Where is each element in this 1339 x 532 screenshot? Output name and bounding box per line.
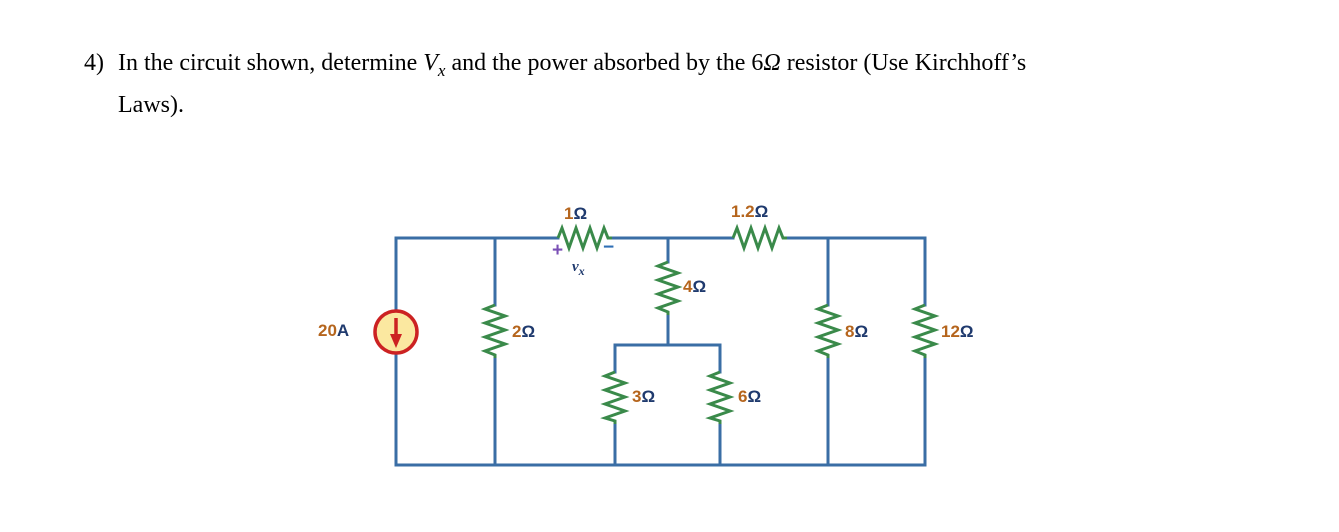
resistor-6ohm-zigzag	[705, 370, 735, 424]
resistor-2ohm-label: 2Ω	[512, 322, 535, 342]
question-line-1: 4) In the circuit shown, determine Vx an…	[84, 46, 1289, 88]
resistor-6ohm-unit: Ω	[747, 387, 762, 406]
resistor-12ohm-label: 12Ω	[941, 322, 974, 342]
resistor-2ohm-unit: Ω	[521, 322, 536, 341]
circuit-wires	[394, 236, 927, 467]
resistor-3ohm-label: 3Ω	[632, 387, 655, 407]
resistor-2ohm-zigzag	[480, 303, 510, 358]
question-text-part-2: and the power absorbed by the 6	[445, 50, 764, 76]
resistor-12ohm-value: 12	[941, 322, 960, 341]
vx-voltage-symbol: v	[572, 259, 579, 275]
resistor-1ohm-unit: Ω	[573, 204, 588, 223]
vx-symbol: V	[423, 50, 438, 76]
question-number: 4)	[84, 50, 104, 76]
resistor-2ohm-value: 2	[512, 322, 522, 341]
resistor-1p2ohm-zigzag	[731, 223, 787, 253]
resistor-8ohm-zigzag	[813, 303, 843, 358]
resistor-1ohm-label: 1Ω	[564, 204, 587, 224]
question-line-2: Laws).	[118, 91, 184, 118]
current-source-symbol[interactable]	[373, 309, 419, 355]
resistor-3ohm-value: 3	[632, 387, 642, 406]
vx-minus-sign: −	[603, 237, 615, 258]
current-source-arrow-head	[390, 334, 402, 348]
resistor-1ohm-value: 1	[564, 204, 574, 223]
vx-voltage-subscript: x	[578, 264, 585, 278]
resistor-1p2ohm-unit: Ω	[754, 202, 769, 221]
ohm-inline-symbol: Ω	[763, 50, 781, 76]
question-text-part-1: In the circuit shown, determine	[118, 50, 424, 76]
resistor-8ohm-unit: Ω	[854, 322, 869, 341]
resistor-8ohm-label: 8Ω	[845, 322, 868, 342]
vx-voltage-label: vx	[572, 259, 585, 279]
resistor-symbols	[480, 223, 940, 424]
vx-subscript: x	[437, 60, 446, 80]
resistor-4ohm-zigzag	[653, 260, 683, 315]
resistor-3ohm-zigzag	[600, 370, 630, 424]
current-source-label: 20A	[318, 321, 349, 341]
resistor-12ohm-zigzag	[910, 303, 940, 358]
question-text: In the circuit shown, determine Vx and t…	[118, 46, 1289, 88]
resistor-4ohm-label: 4Ω	[683, 277, 706, 297]
vx-plus-sign: +	[552, 240, 564, 261]
resistor-4ohm-value: 4	[683, 277, 693, 296]
resistor-12ohm-unit: Ω	[959, 322, 974, 341]
resistor-1p2ohm-value: 1.2	[731, 202, 755, 221]
resistor-6ohm-label: 6Ω	[738, 387, 761, 407]
resistor-3ohm-unit: Ω	[641, 387, 656, 406]
question-block: 4) In the circuit shown, determine Vx an…	[84, 46, 1289, 122]
resistor-4ohm-unit: Ω	[692, 277, 707, 296]
current-source-value: 20	[318, 321, 337, 340]
resistor-1p2ohm-label: 1.2Ω	[731, 202, 768, 222]
current-source-unit: A	[336, 321, 350, 340]
resistor-1ohm-zigzag	[556, 223, 612, 253]
resistor-8ohm-value: 8	[845, 322, 855, 341]
question-text-part-3: resistor (Use Kirchhoff’s	[780, 50, 1027, 76]
resistor-6ohm-value: 6	[738, 387, 748, 406]
